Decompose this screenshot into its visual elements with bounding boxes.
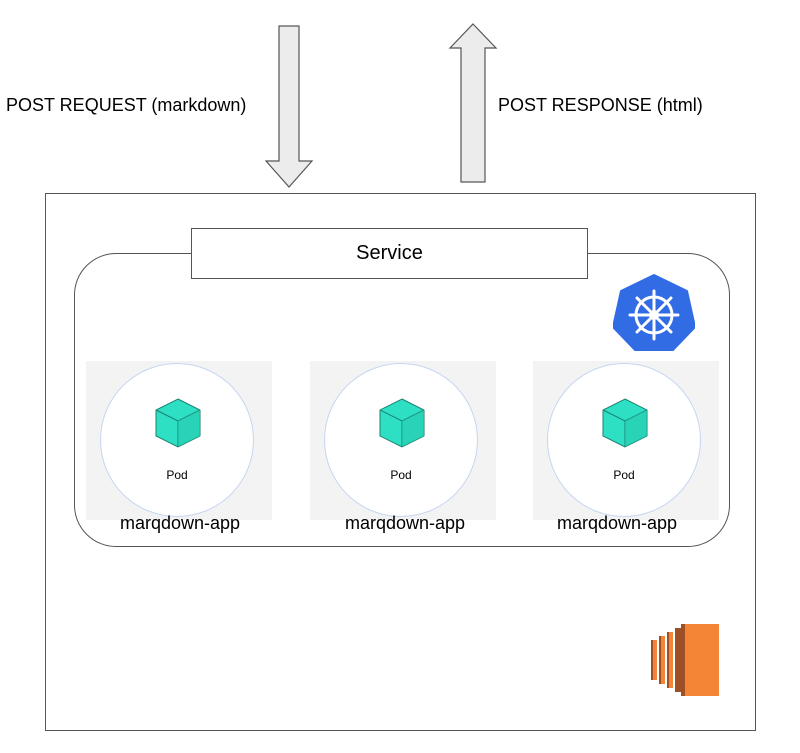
app-label: marqdown-app (120, 513, 241, 533)
response-arrow (448, 23, 498, 183)
cube-icon (602, 398, 648, 448)
service-label: Service (356, 242, 423, 264)
cube-icon (379, 398, 425, 448)
pod-label: Pod (390, 468, 412, 482)
pod-panel: Pod (533, 361, 719, 520)
pod-label: Pod (166, 468, 188, 482)
aws-ec2-icon (651, 624, 719, 696)
post-response-label: POST RESPONSE (html) (498, 95, 703, 115)
pod-circle: Pod (100, 363, 254, 517)
ec2-host-box (45, 193, 756, 731)
request-arrow (265, 25, 314, 188)
service-box: Service (191, 228, 588, 279)
cube-icon (155, 398, 201, 448)
pod-label: Pod (613, 468, 635, 482)
pod-circle: Pod (324, 363, 478, 517)
pod-panel: Pod (310, 361, 496, 520)
app-label: marqdown-app (557, 513, 678, 533)
pod-circle: Pod (547, 363, 701, 517)
post-request-label: POST REQUEST (markdown) (6, 95, 247, 115)
app-label: marqdown-app (345, 513, 466, 533)
pod-panel: Pod (86, 361, 272, 520)
kubernetes-icon (613, 274, 695, 351)
